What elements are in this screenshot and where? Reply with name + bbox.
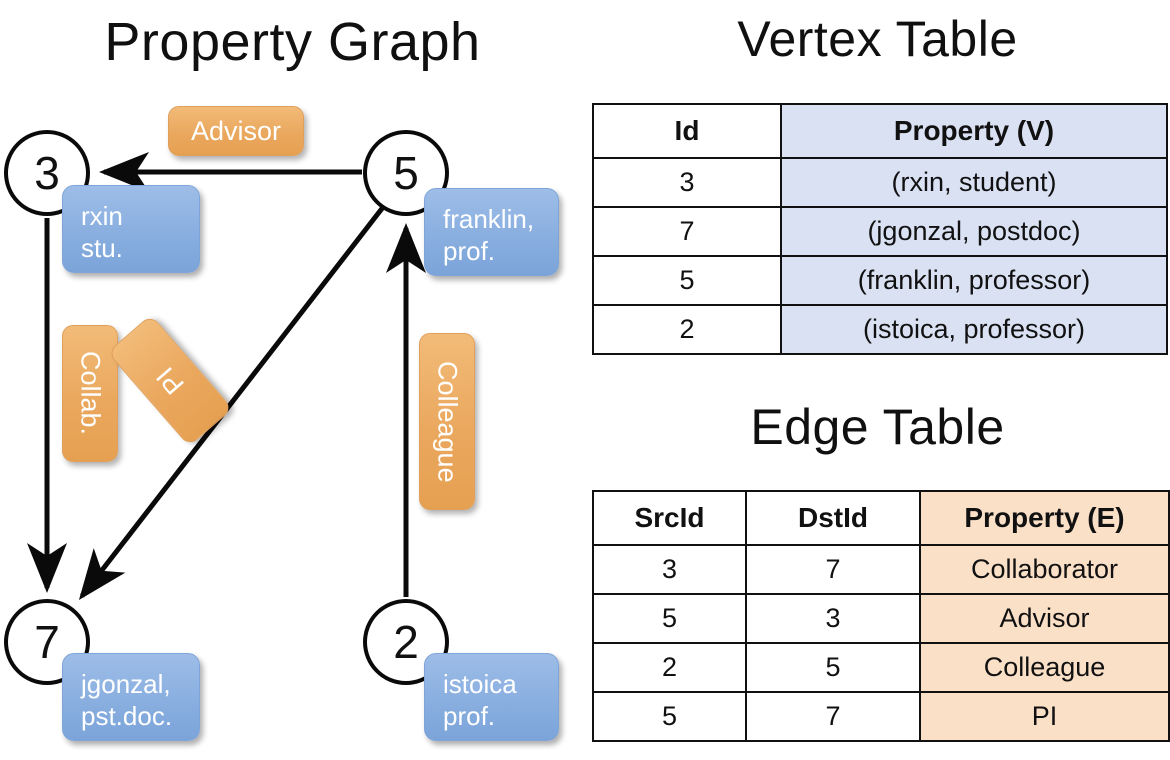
edge-label-collab: Collab. <box>62 325 118 462</box>
vertex-property-line1: jgonzal, <box>81 669 171 699</box>
vertex-cell-id: 7 <box>592 206 782 257</box>
edge-cell-property: PI <box>919 691 1170 742</box>
table-row: 5 3 Advisor <box>592 593 1170 644</box>
page-title-property-graph: Property Graph <box>104 12 481 72</box>
graph-edges-layer <box>27 152 426 600</box>
vertex-property-box-3: rxin stu. <box>62 185 200 273</box>
vertex-table: Id Property (V) 3 (rxin, student) 7 (jgo… <box>592 103 1168 355</box>
vertex-cell-property: (jgonzal, postdoc) <box>780 206 1168 257</box>
vertex-cell-id: 5 <box>592 255 782 306</box>
table-row: 5 7 PI <box>592 691 1170 742</box>
edge-table-header-property: Property (E) <box>919 490 1170 546</box>
table-row: 2 5 Colleague <box>592 642 1170 693</box>
edge-cell-srcid: 5 <box>592 691 747 742</box>
property-graph-canvas: 3 5 7 2 rxin stu. franklin, prof. jgonza… <box>4 106 559 741</box>
vertex-property-line1: franklin, <box>443 204 535 234</box>
edge-cell-srcid: 2 <box>592 642 747 693</box>
edge-cell-property: Collaborator <box>919 544 1170 595</box>
edge-cell-dstid: 7 <box>745 544 921 595</box>
node-id-label: 7 <box>34 616 60 668</box>
edge-table-header-srcid: SrcId <box>592 490 747 546</box>
vertex-property-line2: stu. <box>81 233 123 263</box>
vertex-property-line1: istoica <box>443 669 517 699</box>
vertex-property-line2: prof. <box>443 701 496 731</box>
table-row: 7 (jgonzal, postdoc) <box>592 206 1168 257</box>
edge-table-title: Edge Table <box>750 399 1005 455</box>
edge-cell-dstid: 5 <box>745 642 921 693</box>
table-row: 3 (rxin, student) <box>592 157 1168 208</box>
edge-cell-property: Colleague <box>919 642 1170 693</box>
vertex-table-header-id: Id <box>592 103 782 159</box>
vertex-cell-id: 2 <box>592 304 782 355</box>
node-id-label: 2 <box>393 616 419 668</box>
vertex-property-line2: pst.doc. <box>81 701 173 731</box>
edge-label-text: Collab. <box>75 351 106 436</box>
edge-label-colleague: Colleague <box>419 333 475 510</box>
edge-cell-property: Advisor <box>919 593 1170 644</box>
node-id-label: 3 <box>34 147 60 199</box>
vertex-cell-id: 3 <box>592 157 782 208</box>
edge-label-text: Colleague <box>432 360 463 483</box>
vertex-table-header-property: Property (V) <box>780 103 1168 159</box>
edge-label-advisor: Advisor <box>168 106 304 156</box>
edge-label-text: PI <box>149 361 190 401</box>
graph-node-2[interactable]: 2 <box>363 599 449 685</box>
vertex-property-line2: prof. <box>443 236 496 266</box>
edge-table: SrcId DstId Property (E) 3 7 Collaborato… <box>592 490 1170 742</box>
table-row: 5 (franklin, professor) <box>592 255 1168 306</box>
edge-table-header-row: SrcId DstId Property (E) <box>592 490 1170 546</box>
edge-cell-srcid: 3 <box>592 544 747 595</box>
vertex-cell-property: (franklin, professor) <box>780 255 1168 306</box>
vertex-cell-property: (rxin, student) <box>780 157 1168 208</box>
vertex-property-box-5: franklin, prof. <box>424 188 559 276</box>
edge-cell-dstid: 7 <box>745 691 921 742</box>
vertex-property-box-2: istoica prof. <box>424 653 559 741</box>
edge-label-text: Advisor <box>190 115 282 146</box>
edge-table-header-dstid: DstId <box>745 490 921 546</box>
edge-cell-dstid: 3 <box>745 593 921 644</box>
table-row: 3 7 Collaborator <box>592 544 1170 595</box>
table-row: 2 (istoica, professor) <box>592 304 1168 355</box>
vertex-property-box-7: jgonzal, pst.doc. <box>62 653 200 741</box>
edge-5-to-7-pi <box>78 200 389 600</box>
edge-cell-srcid: 5 <box>592 593 747 644</box>
vertex-property-line1: rxin <box>81 201 123 231</box>
vertex-cell-property: (istoica, professor) <box>780 304 1168 355</box>
vertex-table-title: Vertex Table <box>737 11 1018 67</box>
graph-node-5[interactable]: 5 <box>363 130 449 216</box>
node-id-label: 5 <box>393 147 419 199</box>
vertex-table-header-row: Id Property (V) <box>592 103 1168 159</box>
